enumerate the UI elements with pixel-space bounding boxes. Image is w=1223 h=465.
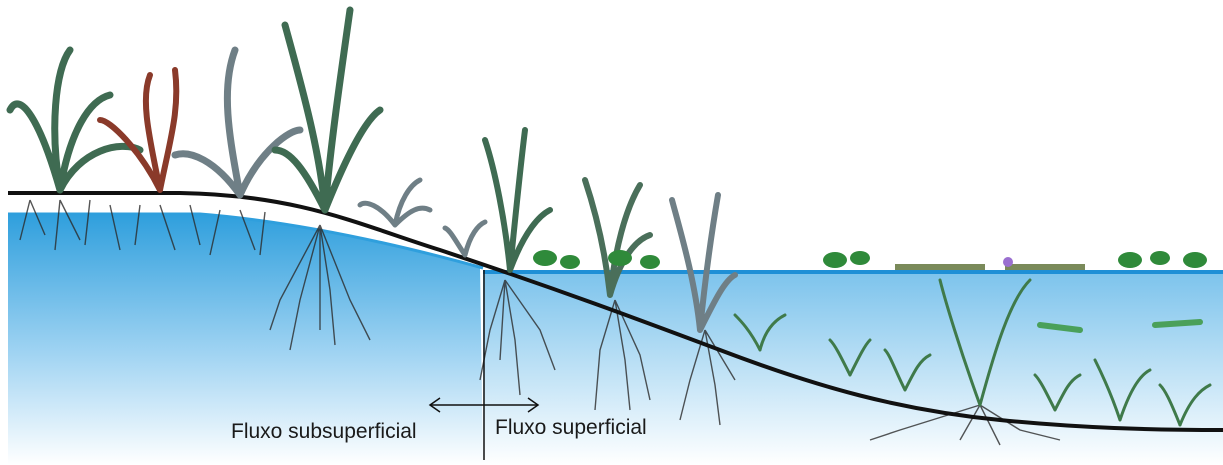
floating-plant-icon xyxy=(533,250,1207,270)
subsurface-flow-label: Fluxo subsuperficial xyxy=(231,420,417,444)
surface-flow-label: Fluxo superficial xyxy=(495,416,647,440)
